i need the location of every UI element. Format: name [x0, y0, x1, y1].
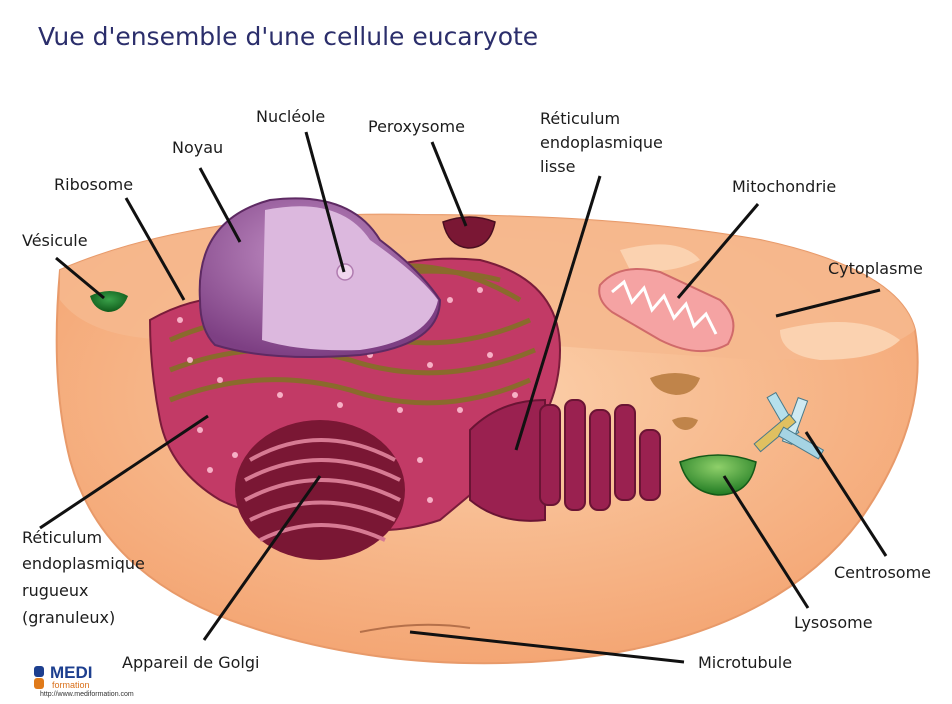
label-vesicule: Vésicule	[22, 230, 88, 252]
label-cytoplasme: Cytoplasme	[828, 258, 923, 280]
label-reg-line2: endoplasmique	[22, 553, 145, 575]
label-centrosome: Centrosome	[834, 562, 931, 584]
logo-mark-icon	[32, 666, 46, 690]
diagram-title: Vue d'ensemble d'une cellule eucaryote	[38, 22, 538, 51]
label-rel-line3: lisse	[540, 156, 575, 178]
label-microtubule: Microtubule	[698, 652, 792, 674]
logo-url: http://www.mediformation.com	[40, 691, 134, 698]
logo-subword: formation	[52, 680, 90, 690]
mediformation-logo: MEDI formation http://www.mediformation.…	[28, 663, 188, 701]
label-reg-line4: (granuleux)	[22, 607, 115, 629]
label-rel-line1: Réticulum	[540, 108, 620, 130]
label-lysosome: Lysosome	[794, 612, 873, 634]
label-nucleole: Nucléole	[256, 106, 325, 128]
label-noyau: Noyau	[172, 137, 223, 159]
leader-peroxysome	[432, 142, 466, 226]
label-rel-line2: endoplasmique	[540, 132, 663, 154]
nucleolus-shape	[337, 264, 353, 280]
label-peroxysome: Peroxysome	[368, 116, 465, 138]
label-mitochondrie: Mitochondrie	[732, 176, 836, 198]
label-ribosome: Ribosome	[54, 174, 133, 196]
golgi-shape	[235, 420, 405, 560]
label-reg-line1: Réticulum	[22, 527, 102, 549]
label-reg-line3: rugueux	[22, 580, 88, 602]
